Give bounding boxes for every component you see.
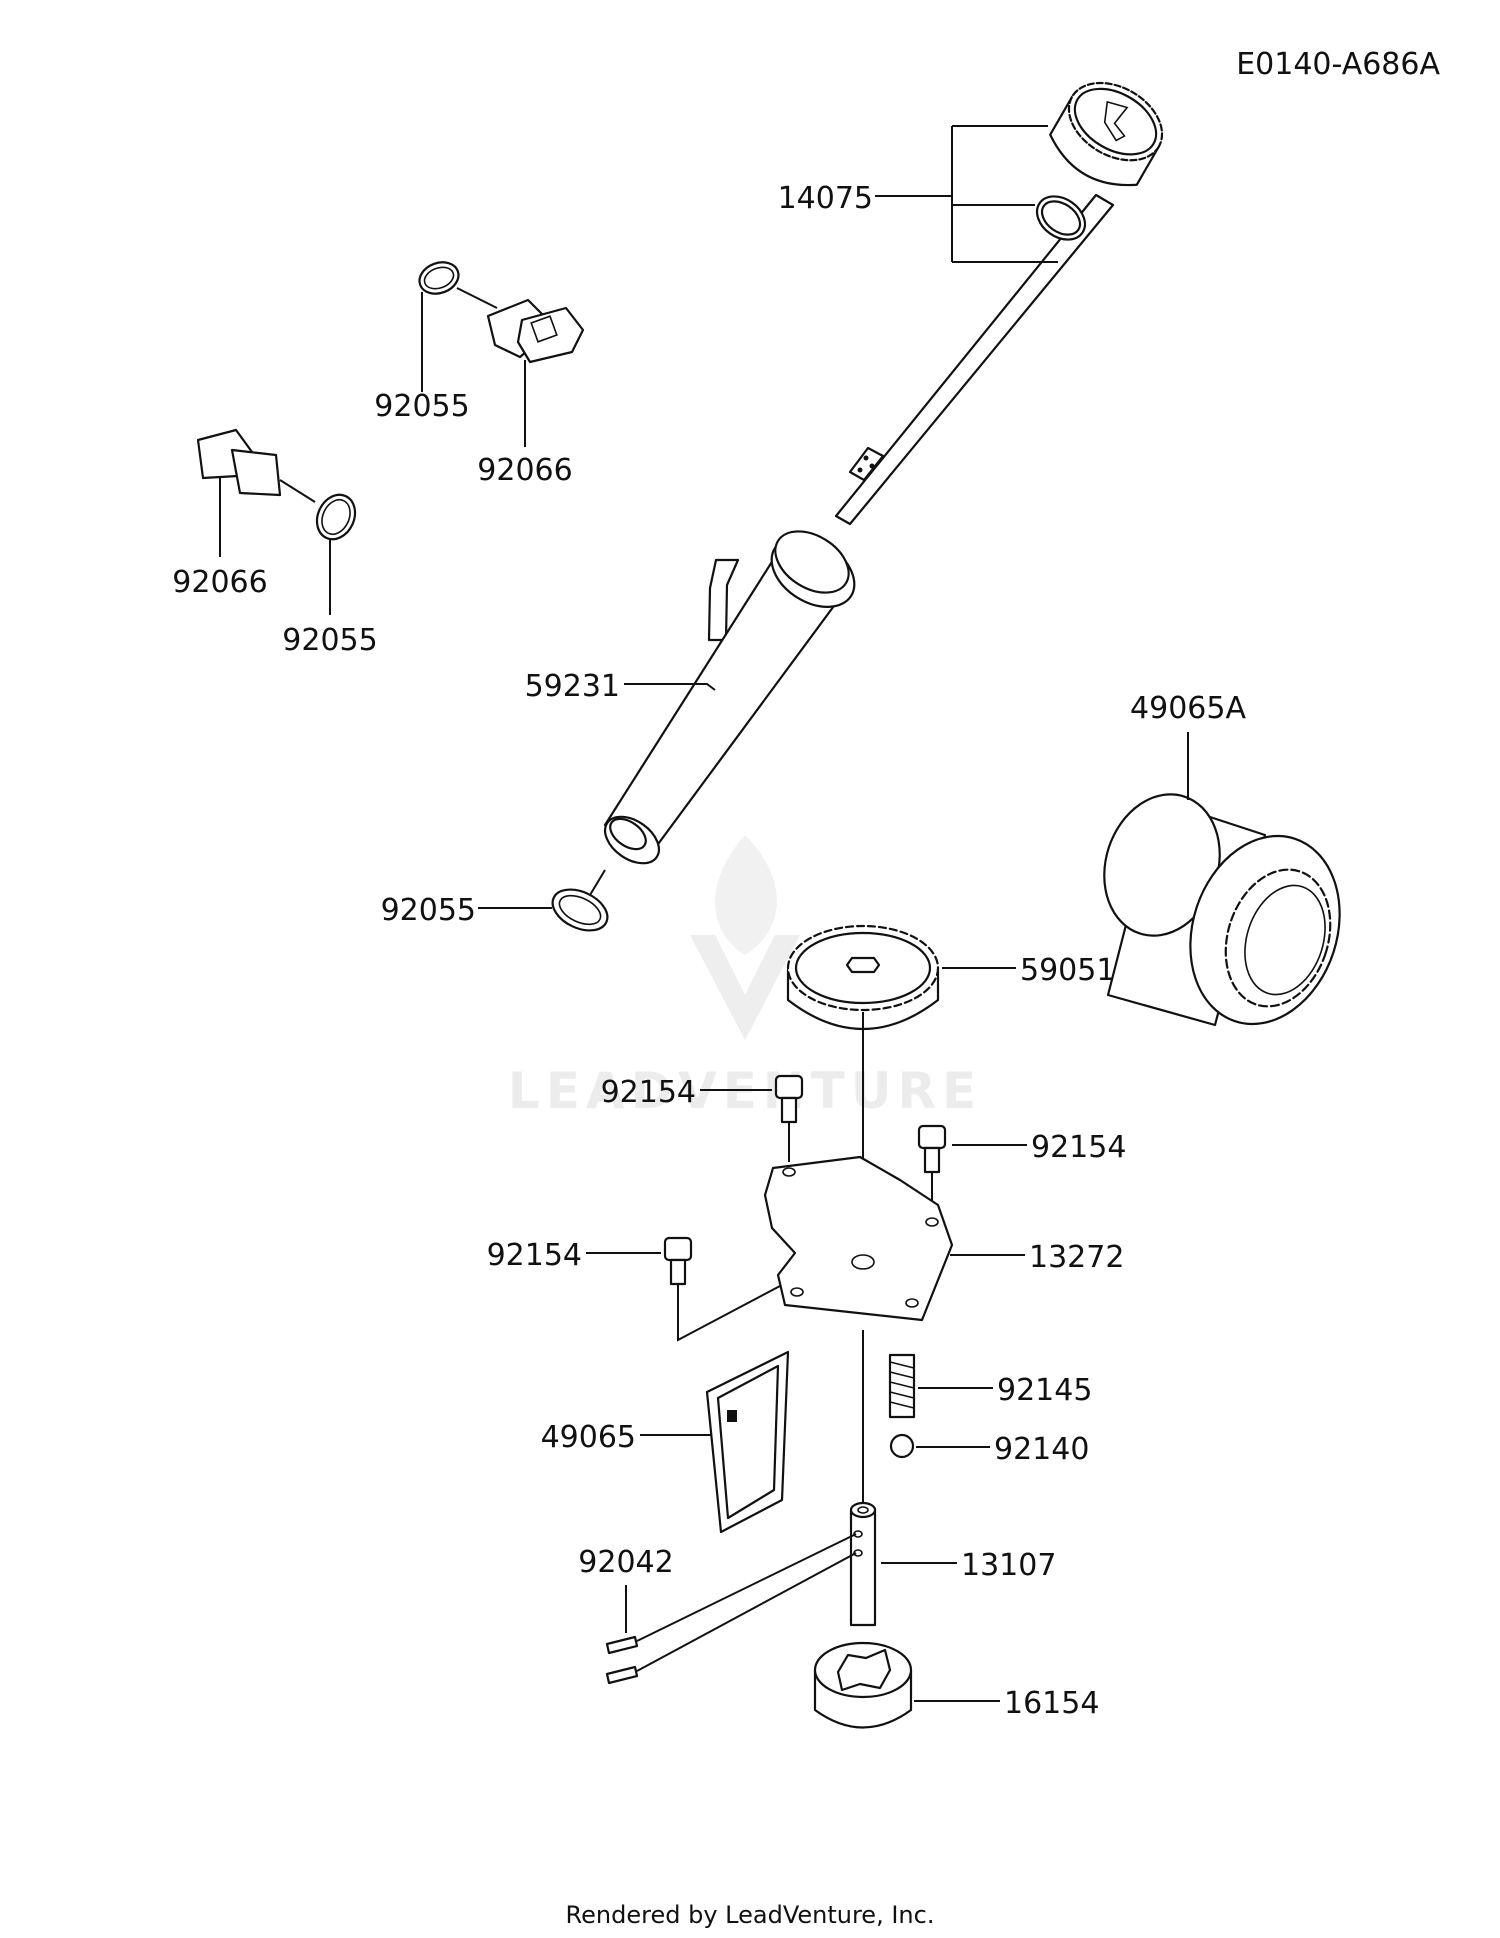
assembly-line: [589, 869, 606, 896]
bolt-shank: [669, 1258, 687, 1286]
relief-spring[interactable]: [888, 1353, 916, 1419]
plate-hole: [905, 1298, 919, 1308]
filter-grip: [1224, 868, 1332, 1008]
shaft-top: [849, 1501, 877, 1519]
drain-plug-upper[interactable]: [415, 257, 585, 364]
plate-hole: [925, 1217, 939, 1227]
leader-14075: [875, 125, 1058, 263]
callout-49065[interactable]: 49065: [541, 1420, 636, 1455]
bolt-head: [663, 1236, 693, 1262]
callout-labels: 14075 92055 92066 92066 92055 59231 4906…: [172, 181, 1246, 1721]
callout-92154-b[interactable]: 92154: [1031, 1130, 1126, 1165]
bolt-head: [917, 1124, 947, 1150]
bolt-b[interactable]: [917, 1124, 947, 1212]
shaft-bore: [857, 1506, 869, 1514]
plate-hole: [790, 1287, 804, 1297]
callout-92055-bottom[interactable]: 92055: [381, 893, 476, 928]
tube-bottom-bore: [609, 817, 647, 851]
pin-line: [636, 1533, 857, 1642]
marker-dot: [863, 455, 869, 461]
callout-92055-top[interactable]: 92055: [374, 389, 469, 424]
plug-thread: [230, 448, 282, 497]
tube-top-opening: [774, 530, 850, 594]
o-ring-inner: [558, 894, 602, 926]
bolt-a[interactable]: [774, 1074, 804, 1162]
oil-pump-gear[interactable]: [786, 924, 940, 1031]
oil-pump-rotor[interactable]: [813, 1641, 913, 1729]
screen-mesh: [716, 1364, 780, 1520]
dipstick-o-ring-inner: [1040, 200, 1082, 236]
callout-49065A[interactable]: 49065A: [1130, 691, 1246, 726]
callout-13272[interactable]: 13272: [1029, 1240, 1124, 1275]
pin-line: [636, 1552, 857, 1672]
filter-grip-inner: [1244, 884, 1326, 996]
callout-13107[interactable]: 13107: [961, 1548, 1056, 1583]
o-ring: [315, 493, 357, 541]
oil-filter[interactable]: [1086, 779, 1363, 1043]
plate-hole: [782, 1167, 796, 1177]
diagram-code: E0140-A686A: [1236, 47, 1440, 82]
assembly-line: [279, 479, 316, 503]
oil-can-icon: [1103, 100, 1129, 142]
o-ring-filler-tube[interactable]: [546, 869, 614, 939]
callout-59231[interactable]: 59231: [525, 669, 620, 704]
relief-ball[interactable]: [889, 1433, 915, 1459]
callout-92066-left[interactable]: 92066: [172, 565, 267, 600]
pump-cover-plate[interactable]: [763, 1155, 954, 1322]
spring-coils: [889, 1361, 915, 1409]
o-ring: [551, 888, 609, 932]
flame-logo-icon: [715, 835, 777, 955]
oil-filler-tube[interactable]: [597, 519, 868, 873]
dipstick-marker: [848, 446, 885, 482]
leader-lines: [219, 125, 1189, 1702]
oil-screen[interactable]: [705, 1350, 790, 1534]
marker-dot: [869, 463, 875, 469]
rotor-lobes-icon: [836, 1648, 892, 1692]
callout-92154-a[interactable]: 92154: [601, 1075, 696, 1110]
pins[interactable]: [605, 1533, 857, 1685]
pump-shaft[interactable]: [849, 1501, 877, 1627]
plate-outline: [763, 1155, 954, 1322]
gear-hub-icon: [845, 956, 881, 974]
callout-14075[interactable]: 14075: [778, 181, 873, 216]
oil-dipstick-cap[interactable]: [834, 67, 1176, 526]
bolt-shank: [780, 1096, 798, 1124]
bolt-head: [774, 1074, 804, 1100]
pin-upper: [605, 1635, 639, 1655]
v-logo-icon: [690, 935, 800, 1040]
bolt-c[interactable]: [663, 1236, 798, 1342]
callout-92140[interactable]: 92140: [994, 1432, 1089, 1467]
bolt-shank: [923, 1146, 941, 1174]
drain-plug-lower[interactable]: [196, 428, 362, 545]
hex-socket-icon: [530, 315, 558, 343]
shaft-body: [849, 1508, 877, 1627]
leader-59231: [624, 683, 716, 691]
callout-92154-c[interactable]: 92154: [487, 1238, 582, 1273]
pin-lower: [605, 1665, 639, 1685]
callout-16154[interactable]: 16154: [1004, 1686, 1099, 1721]
bolt-line: [677, 1276, 798, 1342]
cap-body: [1049, 81, 1164, 187]
marker-dot: [857, 467, 863, 473]
callout-92055-left[interactable]: 92055: [282, 623, 377, 658]
o-ring-inner: [321, 498, 351, 536]
callout-92042[interactable]: 92042: [578, 1545, 673, 1580]
callout-92066-top[interactable]: 92066: [477, 453, 572, 488]
callout-92145[interactable]: 92145: [997, 1373, 1092, 1408]
assembly-line: [456, 287, 498, 309]
o-ring: [418, 261, 460, 295]
o-ring-inner: [423, 266, 455, 290]
dipstick-rod: [834, 193, 1115, 526]
callout-59051[interactable]: 59051: [1020, 953, 1115, 988]
screen-mark: [727, 1410, 737, 1422]
footer-credit: Rendered by LeadVenture, Inc.: [566, 1901, 935, 1929]
plate-center-hole: [851, 1254, 875, 1270]
